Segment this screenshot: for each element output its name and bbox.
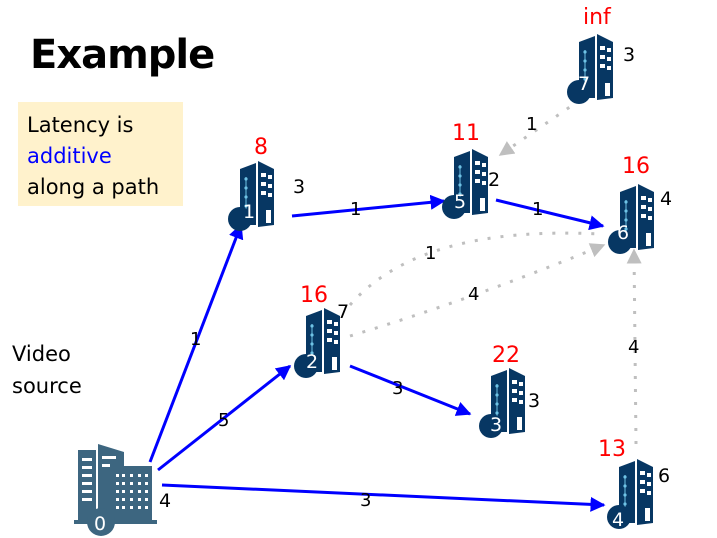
node-id: 1 [243, 201, 255, 223]
latency-note: Latency is additive along a path [18, 102, 183, 206]
video-source-label: Video source [12, 338, 82, 402]
edge-label-7-5: 1 [526, 114, 537, 135]
node-capacity: 3 [528, 390, 540, 412]
edge-0-2 [157, 364, 292, 472]
edge-label-2-3: 3 [392, 378, 403, 399]
edges-layer [148, 98, 642, 512]
note-line-3: along a path [27, 175, 160, 199]
node-capacity: 6 [658, 465, 670, 487]
node-1[interactable]: 1 3 8 [227, 135, 305, 232]
edge-label-0-4: 3 [360, 490, 371, 511]
node-id: 5 [454, 191, 466, 213]
note-line-additive: additive [27, 144, 112, 168]
edge-label-4-6: 4 [628, 337, 639, 358]
slide-title: Example [30, 32, 215, 78]
edge-0-4 [161, 483, 606, 512]
node-capacity: 3 [623, 44, 635, 66]
edge-label-5-6: 1 [532, 199, 543, 220]
edge-label-0-1: 1 [190, 329, 201, 350]
edge-label-0-2: 5 [218, 410, 229, 431]
source-label-line-2: source [12, 374, 82, 398]
node-id: 2 [306, 351, 318, 373]
edge-0-1 [148, 223, 244, 463]
edge-2-3 [349, 364, 472, 416]
edge-label-2-6-b: 4 [468, 284, 479, 305]
node-capacity: 3 [293, 176, 305, 198]
node-id: 6 [617, 222, 629, 244]
note-line-1: Latency is [27, 113, 134, 137]
node-3[interactable]: 3 3 22 [478, 343, 540, 439]
edge-label-2-6-a: 1 [425, 243, 436, 264]
node-capacity: 4 [660, 188, 672, 210]
node-id: 0 [94, 513, 106, 535]
node-capacity: 4 [159, 490, 171, 512]
edge-labels: 1 5 3 1 1 3 1 4 4 1 [190, 114, 639, 511]
node-latency: 13 [598, 437, 626, 462]
node-0-source[interactable]: 0 4 [74, 444, 171, 536]
source-building-icon [74, 444, 157, 536]
node-4[interactable]: 4 6 13 [598, 437, 670, 531]
node-latency: 11 [452, 121, 480, 146]
node-2[interactable]: 2 7 16 [293, 283, 349, 379]
edge-2-6-b [349, 243, 606, 338]
node-capacity: 2 [488, 169, 500, 191]
node-latency: 16 [622, 154, 650, 179]
node-latency: inf [583, 5, 612, 30]
edge-7-5 [498, 98, 581, 157]
edge-5-6 [495, 198, 605, 231]
node-5[interactable]: 5 2 11 [441, 121, 500, 220]
node-latency: 22 [492, 343, 520, 368]
node-6[interactable]: 6 4 16 [607, 154, 672, 255]
edge-2-6-a [348, 231, 601, 306]
node-id: 7 [578, 73, 590, 95]
building-icon [607, 183, 655, 255]
edge-1-5 [291, 194, 446, 218]
node-id: 3 [490, 414, 502, 436]
node-latency: 16 [300, 283, 328, 308]
edge-label-1-5: 1 [350, 199, 361, 220]
node-7[interactable]: 7 3 inf [566, 5, 635, 105]
node-latency: 8 [254, 135, 268, 160]
source-label-line-1: Video [12, 342, 71, 366]
node-capacity: 7 [337, 301, 349, 323]
node-id: 4 [612, 509, 624, 531]
